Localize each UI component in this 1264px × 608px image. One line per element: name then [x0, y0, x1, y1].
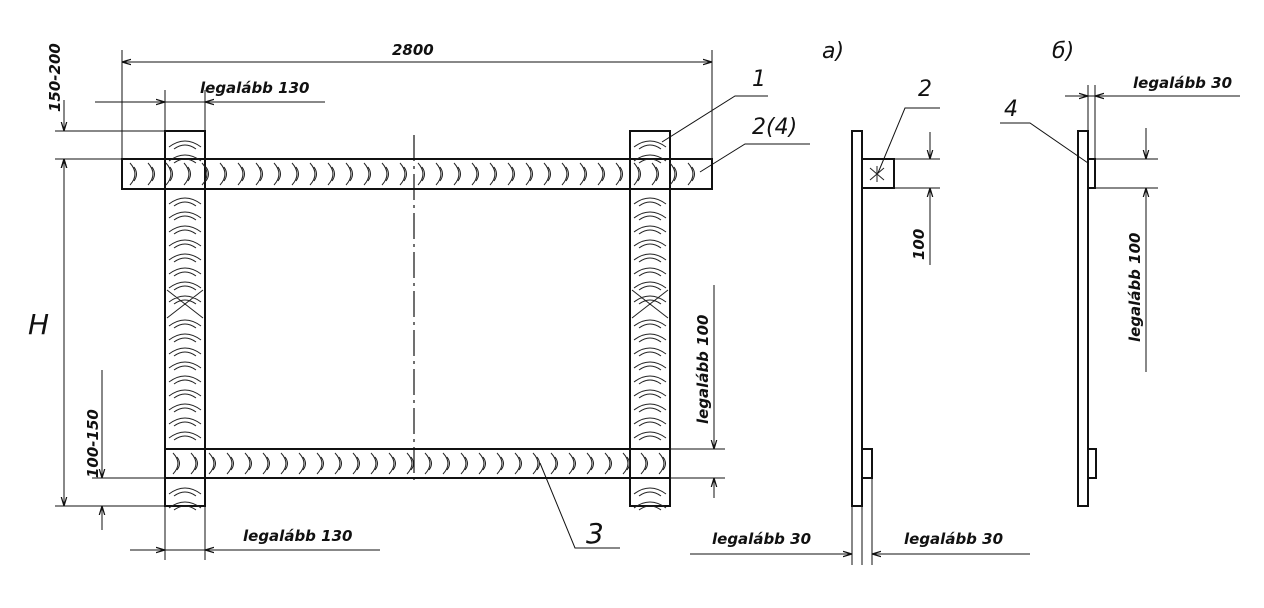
callout-2-4: 2(4) — [752, 115, 797, 140]
a-bottom-block — [861, 448, 873, 479]
dim-H: H — [28, 308, 49, 341]
top-beam — [121, 158, 713, 190]
callout-1: 1 — [752, 67, 766, 92]
dimensions-front: 2800 legalább 130 150-200 H 100-150 lega… — [28, 41, 810, 560]
b-dim-min30: legalább 30 — [1133, 74, 1232, 92]
side-view-b: б) legalább 30 legalább 100 4 — [1000, 39, 1240, 507]
a-dim-min30-right: legalább 30 — [904, 530, 1003, 548]
b-top-cleat — [1087, 158, 1096, 189]
dim-min130-bottom: legalább 130 — [243, 527, 352, 545]
b-post — [1077, 130, 1089, 507]
a-dim-100: 100 — [910, 229, 928, 260]
a-top-block — [861, 158, 895, 189]
a-post — [851, 130, 863, 507]
b-bottom-cleat — [1087, 448, 1097, 479]
dim-2800: 2800 — [392, 41, 434, 59]
a-dim-min30-left: legalább 30 — [712, 530, 811, 548]
view-b-label: б) — [1052, 39, 1074, 64]
dim-min130-top: legalább 130 — [200, 79, 309, 97]
dim-100-150: 100-150 — [84, 409, 102, 478]
b-callout-4: 4 — [1004, 97, 1018, 122]
view-a-label: a) — [822, 39, 844, 64]
a-callout-2: 2 — [918, 77, 932, 102]
dim-150-200: 150-200 — [46, 43, 64, 112]
dim-min100-right: legalább 100 — [694, 315, 712, 424]
bottom-beam — [164, 448, 671, 479]
callout-3: 3 — [586, 517, 604, 550]
side-view-a: a) 100 2 legalább 30 legalább 30 — [690, 39, 1030, 565]
b-dim-min100: legalább 100 — [1126, 233, 1144, 342]
frame-front-view — [121, 130, 713, 511]
